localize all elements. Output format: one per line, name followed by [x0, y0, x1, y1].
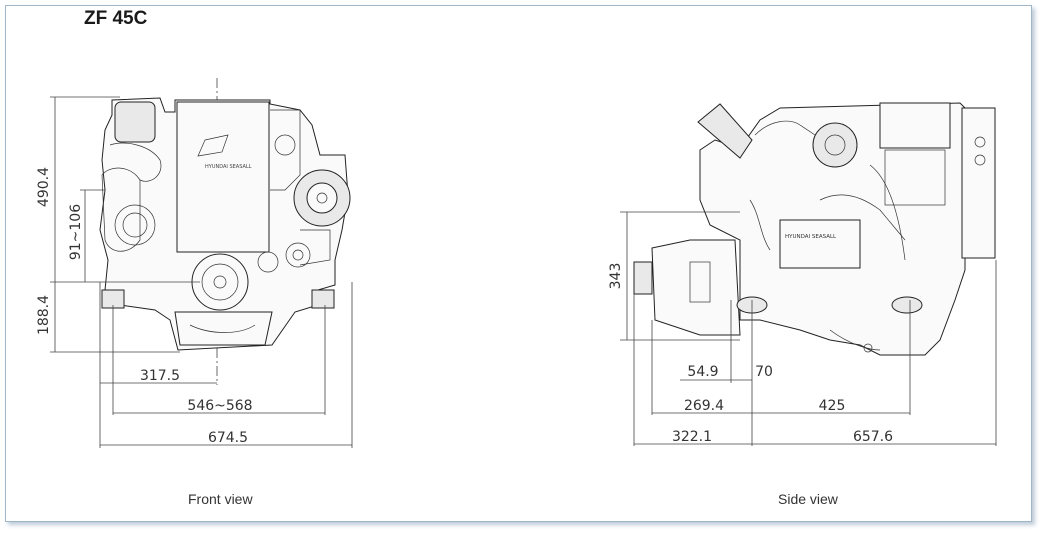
dim-front-width-mount: 546~568 [187, 398, 252, 414]
side-view-drawing: HYUNDAI SEASALL 343 54.9 70 269.4 425 [608, 102, 997, 446]
dim-side-offset-b: 70 [755, 364, 773, 380]
side-label-text: HYUNDAI SEASALL [785, 234, 837, 240]
dim-side-len-front: 657.6 [853, 429, 893, 445]
dim-front-height-lower: 188.4 [36, 295, 52, 335]
dim-front-height-total: 490.4 [36, 167, 52, 207]
front-logo-text: HYUNDAI SEASALL [205, 164, 252, 170]
dim-side-offset-a: 54.9 [687, 364, 718, 380]
side-view-caption: Side view [778, 491, 838, 507]
dim-side-height: 343 [608, 263, 624, 290]
front-view-drawing: HYUNDAI SEASALL [36, 78, 353, 448]
dim-side-len-a: 269.4 [684, 398, 724, 414]
front-view-caption: Front view [188, 491, 253, 507]
dim-side-len-rear: 322.1 [672, 429, 712, 445]
dim-side-len-b: 425 [819, 398, 846, 414]
dim-front-width-half: 317.5 [140, 368, 180, 384]
diagram-title: ZF 45C [84, 8, 148, 29]
dim-front-width-total: 674.5 [208, 430, 248, 446]
dim-front-height-upper: 91~106 [68, 204, 84, 260]
